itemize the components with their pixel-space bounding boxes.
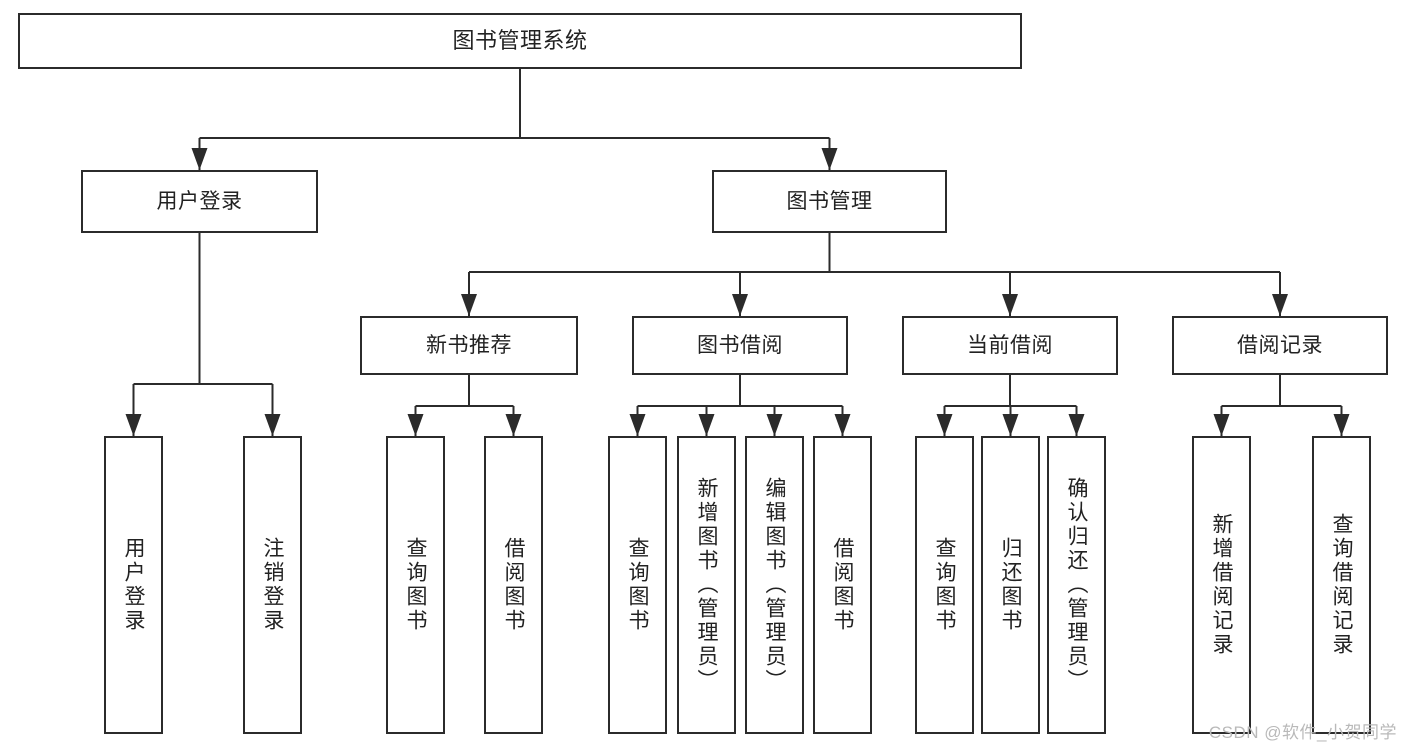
node-label: 查询图书 (933, 537, 956, 633)
node-label: 新书推荐 (426, 334, 512, 357)
arrowhead-icon (732, 294, 748, 316)
node-leaf-rec-query-book[interactable]: 查询图书 (386, 436, 445, 734)
arrowhead-icon (505, 414, 522, 436)
node-label: 新增图书（管理员） (695, 477, 718, 693)
arrowhead-icon (1333, 414, 1350, 436)
arrowhead-icon (125, 414, 142, 436)
arrowhead-icon (1272, 294, 1288, 316)
node-leaf-cb-return-book[interactable]: 归还图书 (981, 436, 1040, 734)
node-leaf-bb-query-book[interactable]: 查询图书 (608, 436, 667, 734)
node-label: 注销登录 (261, 537, 284, 633)
arrowhead-icon (1002, 294, 1018, 316)
node-leaf-user-login[interactable]: 用户登录 (104, 436, 163, 734)
arrowhead-icon (407, 414, 424, 436)
node-leaf-bb-borrow-book[interactable]: 借阅图书 (813, 436, 872, 734)
arrowhead-icon (1068, 414, 1085, 436)
node-l3-new-book-rec[interactable]: 新书推荐 (360, 316, 578, 375)
arrowhead-icon (766, 414, 783, 436)
node-label: 确认归还（管理员） (1065, 477, 1088, 693)
node-l3-current-borrow[interactable]: 当前借阅 (902, 316, 1118, 375)
node-label: 借阅图书 (831, 537, 854, 633)
node-leaf-br-add-record[interactable]: 新增借阅记录 (1192, 436, 1251, 734)
node-l2-book-manage[interactable]: 图书管理 (712, 170, 947, 233)
arrowhead-icon (1002, 414, 1019, 436)
node-label: 新增借阅记录 (1210, 513, 1233, 657)
node-label: 图书管理系统 (452, 28, 588, 53)
node-label: 借阅图书 (502, 537, 525, 633)
arrowhead-icon (821, 148, 838, 170)
node-label: 借阅记录 (1237, 334, 1323, 357)
node-l3-book-borrow[interactable]: 图书借阅 (632, 316, 848, 375)
node-leaf-cb-query-book[interactable]: 查询图书 (915, 436, 974, 734)
node-label: 用户登录 (122, 537, 145, 633)
node-leaf-logout[interactable]: 注销登录 (243, 436, 302, 734)
node-label: 图书借阅 (697, 334, 783, 357)
node-label: 用户登录 (156, 190, 243, 213)
node-label: 查询图书 (626, 537, 649, 633)
node-leaf-cb-confirm-return[interactable]: 确认归还（管理员） (1047, 436, 1106, 734)
node-leaf-bb-edit-book[interactable]: 编辑图书（管理员） (745, 436, 804, 734)
arrowhead-icon (834, 414, 851, 436)
node-leaf-bb-add-book[interactable]: 新增图书（管理员） (677, 436, 736, 734)
node-label: 当前借阅 (967, 334, 1053, 357)
node-label: 编辑图书（管理员） (763, 477, 786, 693)
node-label: 查询图书 (404, 537, 427, 633)
arrowhead-icon (461, 294, 477, 316)
node-root[interactable]: 图书管理系统 (18, 13, 1022, 69)
arrowhead-icon (264, 414, 281, 436)
node-label: 查询借阅记录 (1330, 513, 1353, 657)
arrowhead-icon (191, 148, 208, 170)
arrowhead-icon (629, 414, 646, 436)
arrowhead-icon (936, 414, 953, 436)
arrowhead-icon (698, 414, 715, 436)
arrowhead-icon (1213, 414, 1230, 436)
node-leaf-br-query-record[interactable]: 查询借阅记录 (1312, 436, 1371, 734)
node-label: 图书管理 (786, 190, 873, 213)
node-l3-borrow-record[interactable]: 借阅记录 (1172, 316, 1388, 375)
node-l2-user-login[interactable]: 用户登录 (81, 170, 318, 233)
node-label: 归还图书 (999, 537, 1022, 633)
node-leaf-rec-borrow-book[interactable]: 借阅图书 (484, 436, 543, 734)
